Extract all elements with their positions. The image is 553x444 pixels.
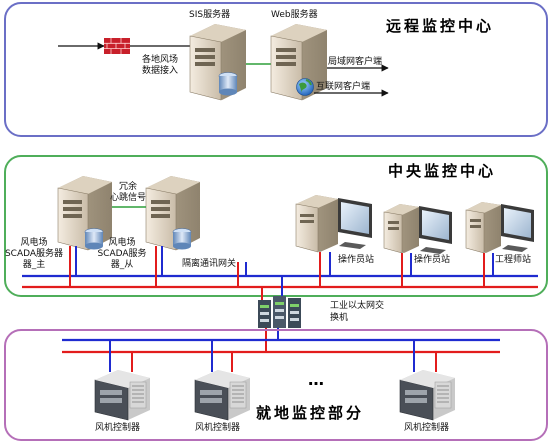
scada-main-label-1: 风电场 [20, 238, 48, 248]
operator-station-1-icon [295, 195, 372, 253]
engineer-station-label: 工程师站 [495, 255, 532, 265]
scada-main-label-2: SCADA服务器 [4, 249, 64, 259]
engineer-station-icon [465, 202, 534, 254]
switch-label-1: 工业以太网交 [330, 301, 385, 311]
data-input-label-1: 各地风场 [141, 55, 178, 65]
local-monitoring-box [4, 329, 548, 441]
turbine-controller-3-icon [399, 370, 455, 421]
scada-backup-server-icon [145, 176, 200, 251]
controller-1-label: 风机控制器 [95, 423, 141, 433]
operator-station-2-label: 操作员站 [414, 255, 451, 265]
turbine-controller-1-icon [94, 370, 150, 421]
internet-globe-icon [296, 78, 314, 96]
sis-server-icon [189, 24, 246, 101]
controller-2-label: 风机控制器 [195, 423, 241, 433]
internet-client-label: 互联网客户端 [316, 82, 371, 92]
lan-client-label: 局域网客户端 [328, 57, 383, 67]
gateway-label: 隔离通讯网关 [182, 259, 237, 269]
scada-backup-label-3: 器_从 [110, 260, 134, 270]
remote-center-box [4, 2, 548, 137]
scada-main-server-icon [57, 176, 112, 251]
scada-backup-label-1: 风电场 [108, 238, 136, 248]
operator-station-1-label: 操作员站 [338, 255, 375, 265]
operator-station-2-icon [383, 204, 452, 254]
scada-main-label-3: 器_主 [22, 260, 46, 270]
sis-server-label: SIS服务器 [189, 10, 231, 20]
turbine-controller-2-icon [194, 370, 250, 421]
web-server-icon [270, 24, 327, 101]
remote-center-title: 远程监控中心 [386, 17, 495, 35]
scada-backup-label-2: SCADA服务 [97, 249, 147, 259]
ethernet-switch-icon [258, 296, 301, 328]
redundant-label-1: 冗余 [118, 182, 137, 192]
web-server-label: Web服务器 [271, 10, 318, 20]
firewall-icon [104, 38, 130, 54]
data-input-label-2: 数据接入 [141, 66, 178, 76]
local-monitoring-title: 就地监控部分 [256, 404, 365, 422]
switch-label-2: 换机 [330, 313, 349, 323]
redundant-label-2: 心跳信号 [109, 193, 146, 203]
controller-3-label: 风机控制器 [404, 423, 450, 433]
central-center-title: 中央监控中心 [388, 162, 497, 180]
more-controllers-ellipsis: … [308, 370, 326, 389]
